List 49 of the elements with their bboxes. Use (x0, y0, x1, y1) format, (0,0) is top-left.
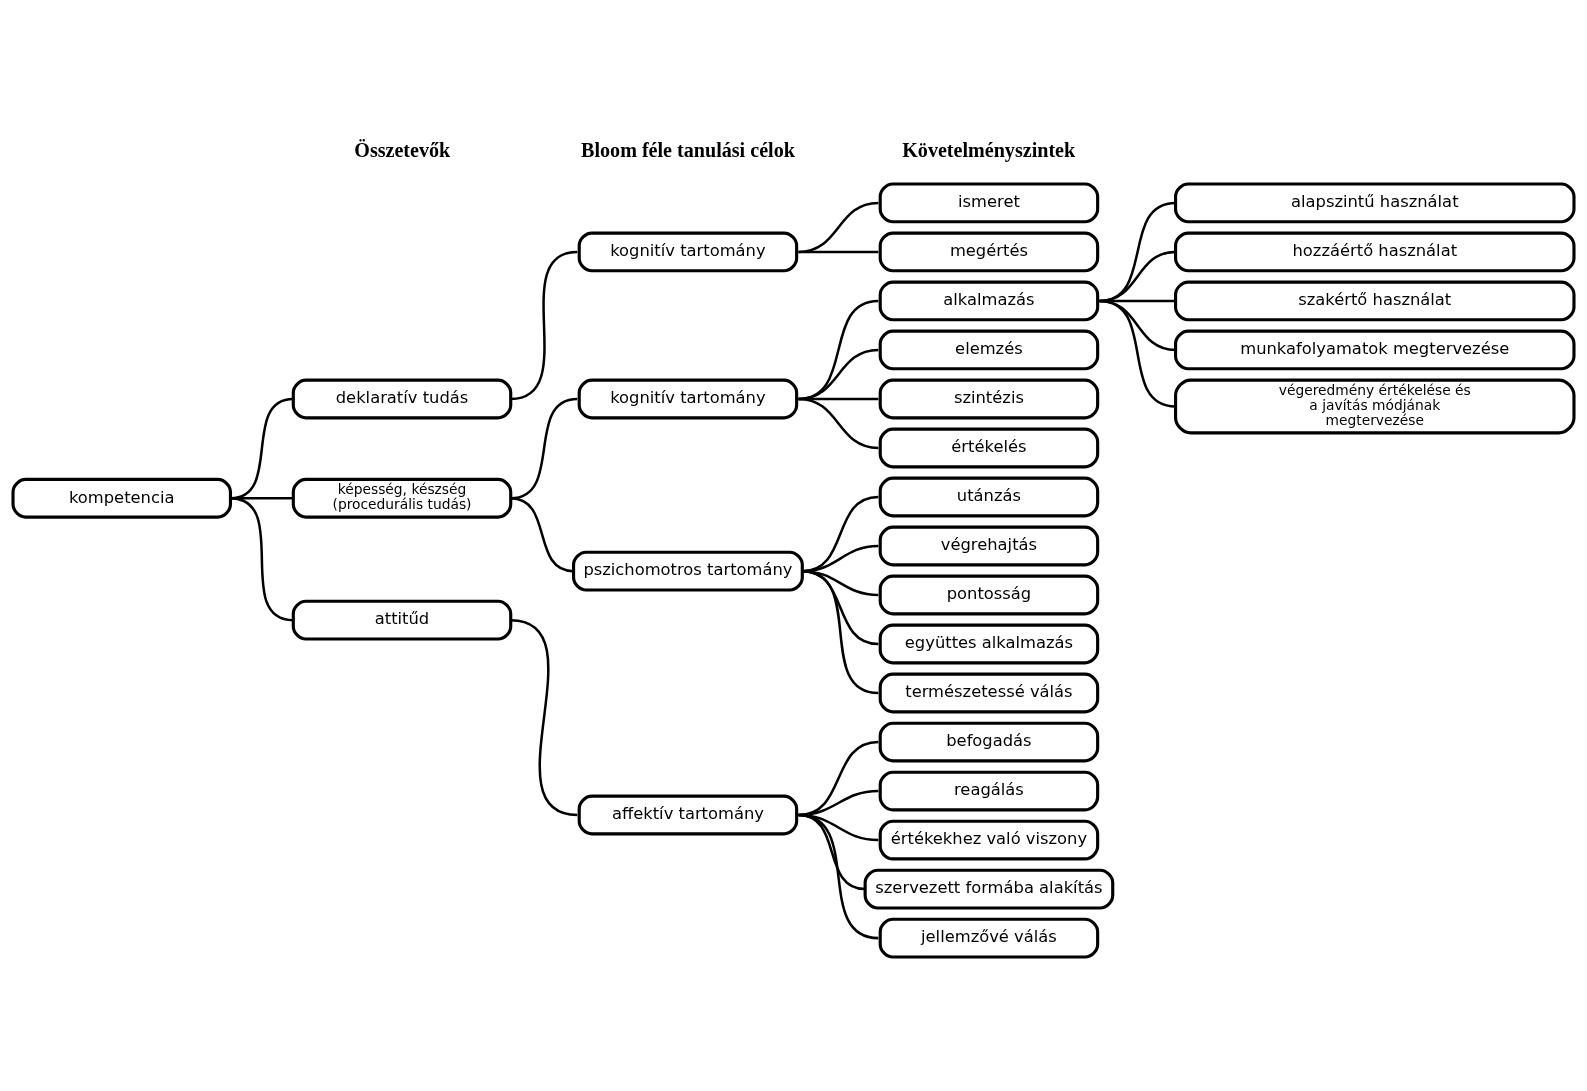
node-box: reagálás (878, 770, 1100, 811)
node-box: alapszintű használat (1174, 181, 1576, 223)
node-box: kompetencia (11, 477, 232, 519)
connector (1099, 299, 1176, 408)
connector (510, 618, 578, 816)
connector (798, 348, 879, 400)
node-box: ismeret (878, 181, 1100, 223)
node-box: elemzés (878, 329, 1100, 370)
connector (798, 250, 879, 253)
node-box: szervezett formába alakítás (863, 868, 1115, 910)
node-box: megértés (878, 231, 1100, 272)
label: Összetevők (354, 138, 451, 161)
node-box: kognitív tartomány (577, 231, 799, 272)
node-box: együttes alkalmazás (878, 623, 1100, 664)
connector (798, 813, 879, 939)
connector (798, 299, 879, 400)
label: Követelményszintek (902, 138, 1076, 161)
connector (230, 496, 294, 621)
node-box: affektív tartomány (577, 794, 799, 835)
node-box: attitűd (291, 599, 513, 641)
node-box: pszichomotros tartomány (572, 550, 804, 592)
connector (798, 201, 879, 253)
node-box: szakértő használat (1174, 280, 1576, 321)
node-box: értékekhez való viszony (878, 819, 1100, 860)
node-box: természetessé válás (878, 672, 1100, 713)
connector (798, 813, 866, 890)
node-box: munkafolyamatok megtervezése (1174, 329, 1576, 370)
node-box: képesség, készség (procedurális tudás) (291, 477, 513, 519)
label: Bloom féle tanulási célok (581, 138, 795, 161)
connector (510, 250, 578, 400)
connector (798, 397, 879, 449)
connector (802, 569, 879, 694)
node-box: szintézis (878, 378, 1100, 419)
node-box: végrehajtás (878, 525, 1100, 566)
connector (510, 496, 574, 572)
node-box: végeredmény értékelése és a javítás módjának megtervezése (1174, 378, 1576, 434)
node-box: alkalmazás (878, 280, 1100, 321)
node-box: utánzás (878, 476, 1100, 517)
connector (802, 569, 879, 645)
connector (798, 740, 879, 816)
node-box: értékelés (878, 427, 1100, 468)
connector (1099, 250, 1176, 302)
node-box: befogadás (878, 721, 1100, 762)
node-box: hozzáértő használat (1174, 231, 1576, 272)
node-box: deklaratív tudás (291, 378, 513, 419)
connector (1099, 201, 1176, 302)
node-box: jellemzővé válás (878, 917, 1100, 959)
node-box: pontosság (878, 574, 1100, 615)
node-box: kognitív tartomány (577, 378, 799, 419)
